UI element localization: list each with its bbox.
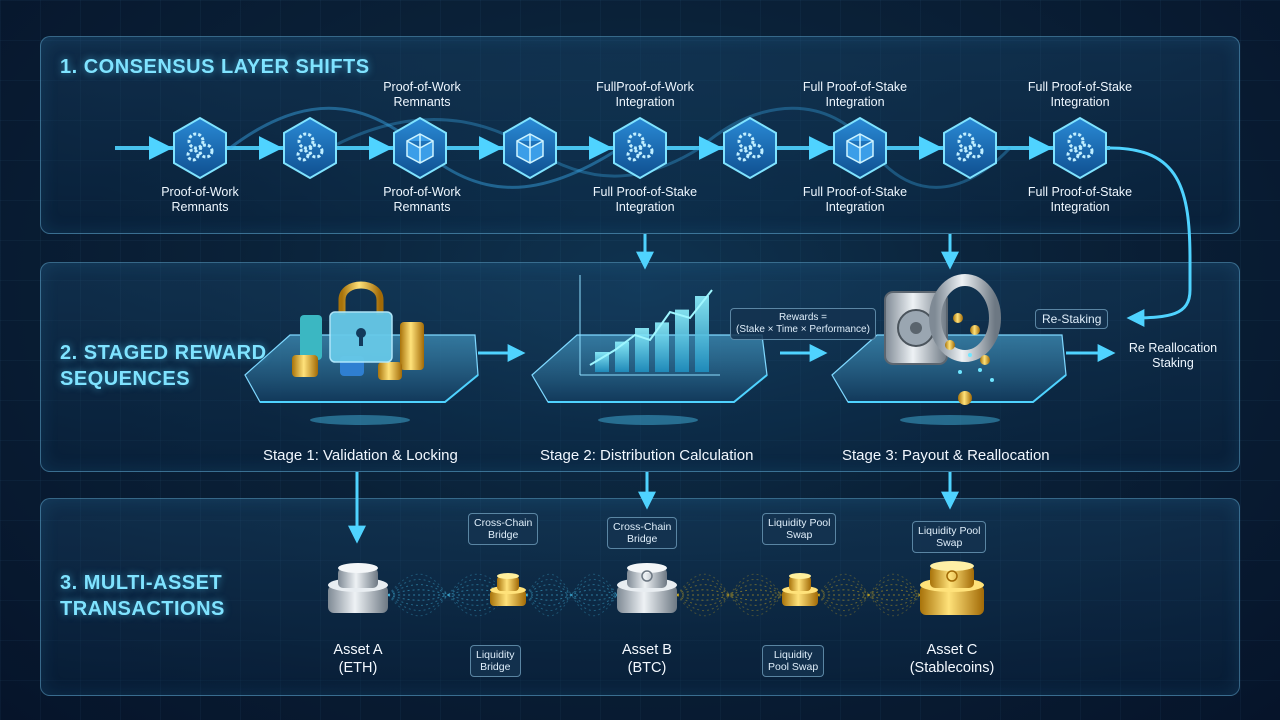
restaking-tag: Re-Staking <box>1035 309 1109 329</box>
lock-coins-icon <box>292 281 424 380</box>
wire-2-8 <box>676 573 783 617</box>
gears-icon <box>186 132 214 162</box>
wire-2-6 <box>676 584 783 606</box>
stage-2-platform <box>531 334 768 425</box>
wire-1-2 <box>525 584 618 606</box>
wire-0-3 <box>387 589 509 601</box>
tag-liquidity-bridge: Liquidity Bridge <box>470 645 521 677</box>
stage-3-label: Stage 3: Payout & Reallocation <box>842 447 1050 464</box>
bridge-coin-left <box>490 573 526 606</box>
stage-2-label: Stage 2: Distribution Calculation <box>540 447 754 464</box>
asset-c-coin <box>920 561 984 615</box>
label-bottom-3: Full Proof-of-Stake Integration <box>592 185 698 214</box>
tag-liquidity-pool-1: Liquidity Pool Swap <box>762 513 837 545</box>
label-top-3: Full Proof-of-Stake Integration <box>802 80 908 109</box>
hex-node-3 <box>393 116 447 180</box>
gears-icon <box>626 132 654 162</box>
hex-node-7 <box>833 116 887 180</box>
wire-2-3 <box>676 589 783 601</box>
hex-node-4 <box>503 116 557 180</box>
label-top-4: Full Proof-of-Stake Integration <box>1027 80 1133 109</box>
wire-0-2 <box>387 584 509 606</box>
vault-icon <box>884 274 1001 405</box>
wire-2-5 <box>676 589 783 601</box>
label-bottom-2: Proof-of-Work Remnants <box>383 185 461 214</box>
wire-3-8 <box>817 573 921 617</box>
gears-icon <box>1066 132 1094 162</box>
gears-icon <box>736 132 764 162</box>
bar-chart-icon <box>579 275 720 376</box>
wire-3-2 <box>817 584 921 606</box>
tag-liquidity-pool-swap: Liquidity Pool Swap <box>762 645 825 677</box>
wire-3-1 <box>817 579 921 611</box>
section-2-title: 2. STAGED REWARD SEQUENCES <box>60 342 267 390</box>
wire-3-5 <box>817 589 921 601</box>
section-connectors <box>348 234 1116 544</box>
hex-node-8 <box>943 116 997 180</box>
tag-liquidity-pool-2: Liquidity Pool Swap <box>912 521 987 553</box>
asset-c-label: Asset C (Stablecoins) <box>909 642 995 676</box>
hex-nodes <box>173 116 1107 180</box>
wire-2-2 <box>676 584 783 606</box>
gears-icon <box>956 132 984 162</box>
stage-1-label: Stage 1: Validation & Locking <box>263 447 458 464</box>
bar-3 <box>635 328 649 372</box>
wire-1-5 <box>525 589 618 601</box>
wire-0-0 <box>387 573 509 617</box>
asset-b-coin <box>617 563 677 613</box>
bar-4 <box>655 322 669 372</box>
hex-node-2 <box>283 116 337 180</box>
hex-node-1 <box>173 116 227 180</box>
wire-0-6 <box>387 584 509 606</box>
label-bottom-4: Full Proof-of-Stake Integration <box>802 185 908 214</box>
cube-icon <box>406 133 434 164</box>
trend-line <box>589 289 713 366</box>
hex-node-6 <box>723 116 777 180</box>
wire-3-7 <box>817 579 921 611</box>
restaking-output-label: Re Reallocation Staking <box>1128 341 1218 370</box>
asset-a-label: Asset A (ETH) <box>333 642 383 676</box>
label-bottom-5: Full Proof-of-Stake Integration <box>1027 185 1133 214</box>
wire-1-6 <box>525 584 618 606</box>
label-top-1: Proof-of-Work Remnants <box>383 80 461 109</box>
bar-1 <box>595 352 609 372</box>
wire-3-6 <box>817 584 921 606</box>
section-1-title: 1. CONSENSUS LAYER SHIFTS <box>60 56 370 78</box>
cube-icon <box>846 133 874 164</box>
asset-a-coin <box>328 563 388 613</box>
wire-1-1 <box>525 579 618 611</box>
rewards-formula: Rewards = (Stake × Time × Performance) <box>730 308 876 340</box>
wire-3-0 <box>817 573 921 617</box>
cube-icon <box>516 133 544 164</box>
bridge-coin-right <box>782 573 818 606</box>
bar-6 <box>695 296 709 372</box>
wire-0-5 <box>387 589 509 601</box>
asset-b-label: Asset B (BTC) <box>622 642 672 676</box>
hex-node-9 <box>1053 116 1107 180</box>
wire-2-0 <box>676 573 783 617</box>
hex-node-5 <box>613 116 667 180</box>
tag-cross-chain-2: Cross-Chain Bridge <box>607 517 678 549</box>
bar-5 <box>675 309 689 372</box>
section-3-title: 3. MULTI-ASSET TRANSACTIONS <box>60 572 225 620</box>
label-bottom-1: Proof-of-Work Remnants <box>161 185 239 214</box>
transaction-wires <box>387 573 921 617</box>
wire-1-3 <box>525 589 618 601</box>
wire-1-7 <box>525 579 618 611</box>
wire-0-8 <box>387 573 509 617</box>
gears-icon <box>296 132 324 162</box>
bar-2 <box>615 341 629 372</box>
asset-coins <box>328 561 984 615</box>
tag-cross-chain-1: Cross-Chain Bridge <box>468 513 539 545</box>
label-top-2: FullProof-of-Work Integration <box>596 80 694 109</box>
wire-3-3 <box>817 589 921 601</box>
